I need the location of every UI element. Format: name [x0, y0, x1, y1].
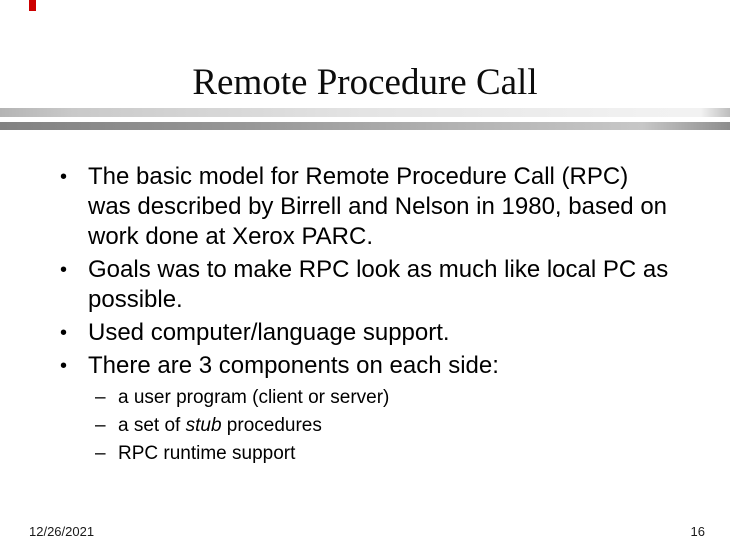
- sub-bullet-item: – a user program (client or server): [95, 384, 682, 412]
- bullet-item: • The basic model for Remote Procedure C…: [60, 162, 682, 252]
- dash-icon: –: [95, 387, 106, 408]
- bullet-icon: •: [60, 166, 68, 188]
- text-segment: procedures: [221, 415, 322, 436]
- sub-bullet-item: – RPC runtime support: [95, 440, 682, 468]
- text-segment: RPC runtime support: [118, 443, 296, 464]
- text-segment: a set of: [118, 415, 186, 436]
- page-number: 16: [690, 524, 705, 539]
- text-segment-italic: stub: [185, 415, 222, 436]
- slide-body: • The basic model for Remote Procedure C…: [60, 162, 682, 468]
- bullet-icon: •: [60, 355, 68, 377]
- slide-title: Remote Procedure Call: [192, 62, 538, 103]
- dash-icon: –: [95, 415, 106, 436]
- sub-bullet-text: RPC runtime support: [118, 440, 295, 468]
- sub-bullet-item: – a set of stub procedures: [95, 412, 682, 440]
- bullet-item: • Goals was to make RPC look as much lik…: [60, 255, 682, 315]
- sub-bullet-list: – a user program (client or server) – a …: [60, 384, 682, 468]
- bullet-icon: •: [60, 322, 68, 344]
- sub-bullet-text: a user program (client or server): [118, 384, 389, 412]
- title-rule-bottom: [0, 122, 730, 130]
- bullet-text: Used computer/language support.: [88, 319, 450, 346]
- text-segment: a user program (client or server): [118, 387, 390, 408]
- title-rule-top: [0, 108, 730, 117]
- bullet-text: The basic model for Remote Procedure Cal…: [88, 163, 668, 250]
- bullet-icon: •: [60, 259, 68, 281]
- bullet-text: There are 3 components on each side:: [88, 352, 499, 379]
- red-marker: [29, 0, 36, 11]
- sub-bullet-text: a set of stub procedures: [118, 412, 322, 440]
- bullet-text: Goals was to make RPC look as much like …: [88, 256, 669, 313]
- bullet-item: • Used computer/language support.: [60, 318, 682, 348]
- bullet-item: • There are 3 components on each side:: [60, 351, 682, 381]
- footer-date: 12/26/2021: [29, 524, 95, 539]
- dash-icon: –: [95, 443, 106, 464]
- bullet-list: • The basic model for Remote Procedure C…: [60, 162, 682, 381]
